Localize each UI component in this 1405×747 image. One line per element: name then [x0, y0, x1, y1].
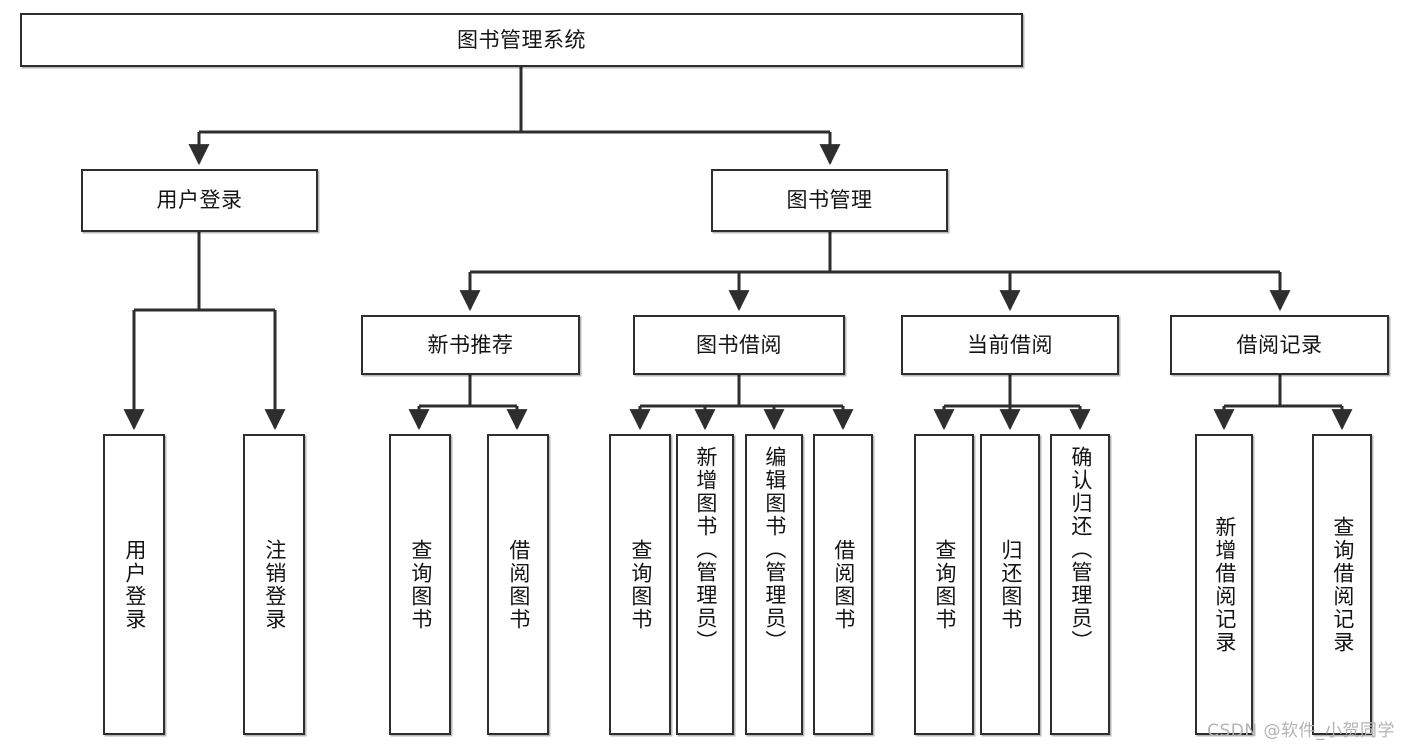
node-new-book-recommend[interactable]: 新书推荐 — [361, 315, 580, 375]
node-book-borrow-label: 图书借阅 — [696, 332, 782, 357]
node-leaf-add-borrow-record-label: 新增借阅记录 — [1212, 515, 1237, 654]
node-leaf-add-borrow-record[interactable]: 新增借阅记录 — [1195, 434, 1253, 735]
node-leaf-query-book-3[interactable]: 查询图书 — [914, 434, 974, 735]
node-borrow-record-label: 借阅记录 — [1236, 332, 1323, 357]
node-user-login[interactable]: 用户登录 — [81, 169, 318, 232]
node-leaf-query-book-2[interactable]: 查询图书 — [609, 434, 671, 735]
node-leaf-add-book-admin-label: 新增图书（管理员） — [693, 446, 718, 653]
node-root[interactable]: 图书管理系统 — [20, 13, 1023, 67]
node-leaf-borrow-book-2-label: 借阅图书 — [831, 538, 856, 631]
node-leaf-query-book-3-label: 查询图书 — [932, 538, 957, 631]
node-leaf-borrow-book-1-label: 借阅图书 — [506, 538, 531, 631]
node-borrow-record[interactable]: 借阅记录 — [1170, 315, 1389, 375]
node-leaf-edit-book-admin[interactable]: 编辑图书（管理员） — [745, 434, 803, 735]
node-leaf-query-borrow-record-label: 查询借阅记录 — [1330, 515, 1355, 654]
node-book-manage[interactable]: 图书管理 — [711, 169, 948, 232]
node-book-borrow[interactable]: 图书借阅 — [633, 315, 845, 375]
node-leaf-query-borrow-record[interactable]: 查询借阅记录 — [1312, 434, 1372, 735]
node-leaf-user-login[interactable]: 用户登录 — [103, 434, 165, 735]
node-leaf-logout-login[interactable]: 注销登录 — [243, 434, 305, 735]
node-leaf-logout-login-label: 注销登录 — [262, 538, 287, 631]
node-leaf-query-book-2-label: 查询图书 — [628, 538, 653, 631]
node-leaf-query-book-1-label: 查询图书 — [408, 538, 433, 631]
node-leaf-edit-book-admin-label: 编辑图书（管理员） — [762, 446, 787, 653]
node-leaf-query-book-1[interactable]: 查询图书 — [389, 434, 451, 735]
node-leaf-borrow-book-2[interactable]: 借阅图书 — [813, 434, 873, 735]
node-new-book-recommend-label: 新书推荐 — [427, 332, 514, 357]
node-book-manage-label: 图书管理 — [786, 188, 873, 213]
node-user-login-label: 用户登录 — [156, 188, 243, 213]
node-current-borrow-label: 当前借阅 — [967, 332, 1053, 357]
csdn-watermark: CSDN @软件_小贺同学 — [1207, 721, 1395, 741]
node-leaf-return-book[interactable]: 归还图书 — [980, 434, 1040, 735]
node-leaf-confirm-return-admin-label: 确认归还（管理员） — [1068, 446, 1093, 653]
node-root-label: 图书管理系统 — [457, 27, 586, 52]
node-current-borrow[interactable]: 当前借阅 — [901, 315, 1119, 375]
node-leaf-confirm-return-admin[interactable]: 确认归还（管理员） — [1050, 434, 1110, 735]
node-leaf-borrow-book-1[interactable]: 借阅图书 — [487, 434, 549, 735]
node-leaf-return-book-label: 归还图书 — [998, 538, 1023, 631]
node-leaf-add-book-admin[interactable]: 新增图书（管理员） — [676, 434, 734, 735]
node-leaf-user-login-label: 用户登录 — [122, 538, 147, 631]
